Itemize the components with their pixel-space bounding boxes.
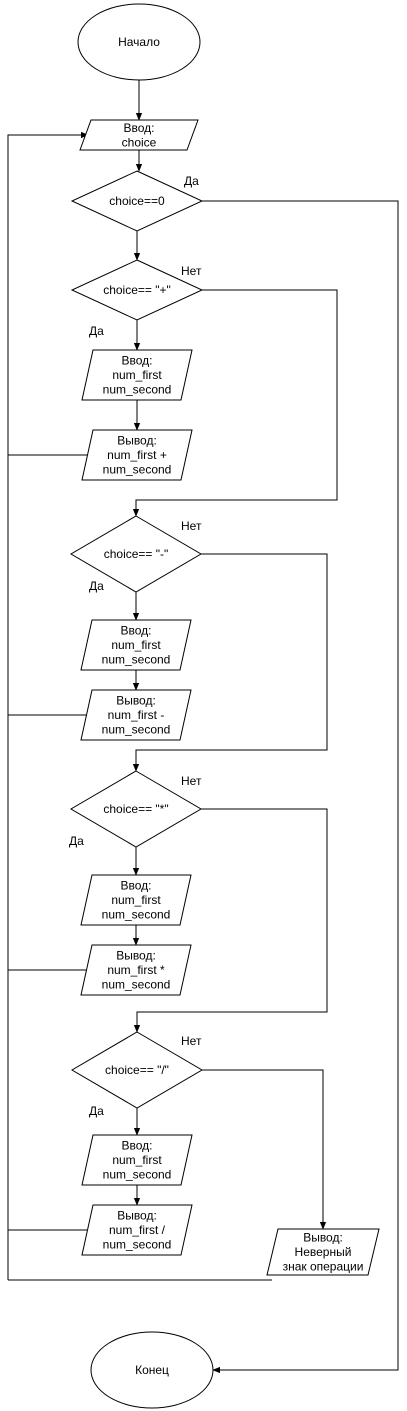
edge-label-yes-minus: Да bbox=[89, 579, 104, 593]
io-shape bbox=[81, 349, 193, 401]
edge-label-yes-zero: Да bbox=[184, 174, 199, 188]
io-shape bbox=[266, 1228, 380, 1276]
node-dec-minus: choice== "-" bbox=[70, 515, 202, 593]
node-text: num_first - bbox=[108, 708, 165, 722]
io-shape bbox=[79, 119, 199, 151]
node-dec-plus: choice== "+" bbox=[70, 259, 204, 321]
io-shape bbox=[80, 689, 192, 741]
edge-minus-no bbox=[132, 553, 328, 772]
node-text: num_second bbox=[102, 653, 171, 667]
edge-div-no bbox=[202, 1069, 327, 1230]
edge-label-yes-div: Да bbox=[89, 1104, 104, 1118]
decision-shape bbox=[71, 1031, 203, 1109]
node-text: choice== "/" bbox=[105, 1063, 169, 1077]
node-text: num_second bbox=[103, 1238, 172, 1252]
node-text: num_first * bbox=[107, 963, 165, 977]
terminator-shape bbox=[77, 3, 201, 81]
node-text: num_second bbox=[102, 908, 171, 922]
node-text: choice== "-" bbox=[104, 547, 169, 561]
node-text: Ввод: bbox=[121, 879, 152, 893]
node-text: Ввод: bbox=[122, 1139, 153, 1153]
node-end: Конец bbox=[90, 1331, 214, 1409]
io-shape bbox=[80, 944, 192, 996]
node-text: Вывод: bbox=[117, 434, 157, 448]
node-text: num_second bbox=[102, 978, 171, 992]
edge-plus-no bbox=[132, 289, 338, 517]
node-text: num_first / bbox=[109, 1223, 166, 1237]
node-text: Вывод: bbox=[117, 1209, 157, 1223]
node-text: num_second bbox=[103, 383, 172, 397]
decision-shape bbox=[70, 515, 202, 593]
node-text: num_first bbox=[112, 1153, 162, 1167]
node-text: Вывод: bbox=[116, 949, 156, 963]
io-shape bbox=[81, 1204, 193, 1256]
io-shape bbox=[81, 1134, 193, 1186]
node-out-div: Вывод:num_first /num_second bbox=[81, 1204, 193, 1256]
node-text: знак операции bbox=[283, 1260, 364, 1274]
node-dec-mul: choice== "*" bbox=[70, 770, 202, 848]
node-text: num_first bbox=[112, 368, 162, 382]
node-text: Вывод: bbox=[303, 1231, 343, 1245]
edge-mul-no bbox=[133, 808, 328, 1033]
decision-shape bbox=[70, 770, 202, 848]
node-text: Конец bbox=[135, 1363, 169, 1377]
node-text: Начало bbox=[118, 35, 160, 49]
edge-label-no-div: Нет bbox=[181, 1034, 202, 1048]
node-text: choice== "+" bbox=[103, 283, 171, 297]
node-out-plus: Вывод:num_first +num_second bbox=[81, 429, 193, 481]
node-text: num_first bbox=[111, 893, 161, 907]
node-dec-zero: choice==0 bbox=[70, 170, 204, 232]
node-start: Начало bbox=[77, 3, 201, 81]
node-text: Ввод: bbox=[121, 624, 152, 638]
node-text: num_second bbox=[103, 463, 172, 477]
node-input-choice: Ввод:choice bbox=[79, 119, 199, 151]
node-text: choice==0 bbox=[109, 194, 165, 208]
node-text: choice== "*" bbox=[103, 802, 168, 816]
edge-zero-end bbox=[202, 200, 399, 1374]
decision-shape bbox=[70, 170, 204, 232]
node-out-minus: Вывод:num_first -num_second bbox=[80, 689, 192, 741]
node-text: num_second bbox=[102, 723, 171, 737]
io-shape bbox=[80, 874, 192, 926]
decision-shape bbox=[70, 259, 204, 321]
node-out-mul: Вывод:num_first *num_second bbox=[80, 944, 192, 996]
connectors bbox=[7, 80, 399, 1374]
io-shape bbox=[80, 619, 192, 671]
edge-label-yes-plus: Да bbox=[89, 324, 104, 338]
edge-label-yes-mul: Да bbox=[69, 834, 84, 848]
node-text: Ввод: bbox=[124, 121, 155, 135]
node-text: choice bbox=[122, 135, 157, 149]
node-text: num_first + bbox=[107, 448, 167, 462]
edge-label-no-minus: Нет bbox=[181, 519, 202, 533]
terminator-shape bbox=[90, 1331, 214, 1409]
node-text: num_second bbox=[103, 1168, 172, 1182]
node-text: num_first bbox=[111, 638, 161, 652]
node-text: Неверный bbox=[295, 1245, 352, 1259]
edge-label-no-mul: Нет bbox=[181, 774, 202, 788]
edge-label-no-plus: Нет bbox=[181, 264, 202, 278]
loop-back-bus bbox=[7, 131, 89, 1280]
io-shape bbox=[81, 429, 193, 481]
node-text: Ввод: bbox=[122, 354, 153, 368]
node-text: Вывод: bbox=[116, 694, 156, 708]
node-dec-div: choice== "/" bbox=[71, 1031, 203, 1109]
